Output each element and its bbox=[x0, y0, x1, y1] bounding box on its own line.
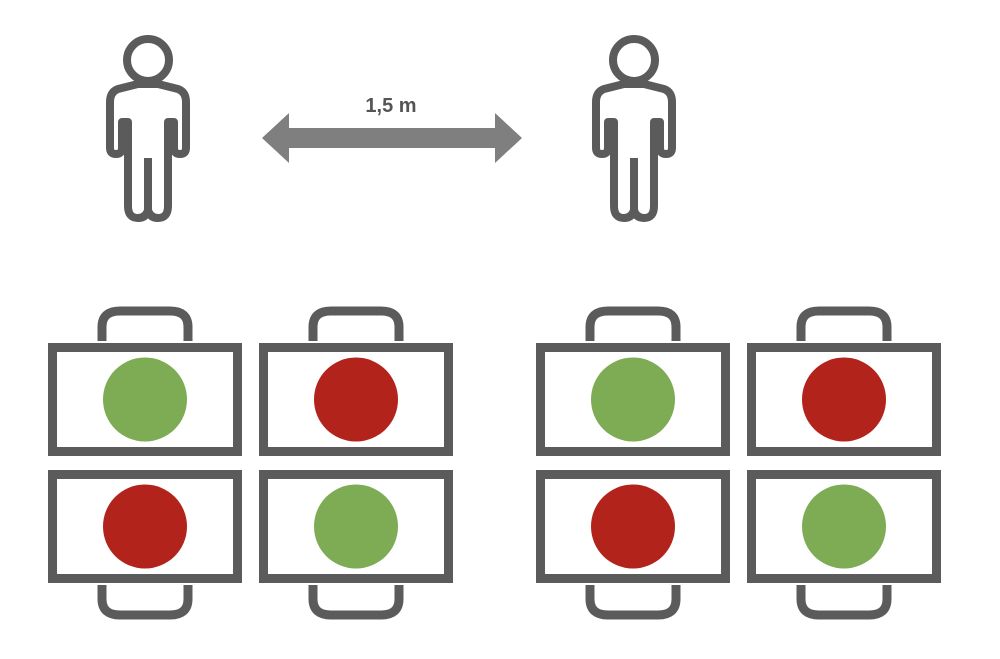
available-seat-dot bbox=[103, 357, 187, 442]
person-icon-right bbox=[596, 39, 672, 218]
blocked-seat-dot bbox=[591, 484, 675, 569]
blocked-seat-dot bbox=[314, 357, 398, 442]
chair-icon bbox=[585, 306, 681, 341]
chair-icon bbox=[308, 585, 404, 620]
person-icon-left bbox=[110, 39, 186, 218]
seating-layout bbox=[48, 306, 941, 620]
chair-icon bbox=[585, 585, 681, 620]
available-seat-dot bbox=[314, 484, 398, 569]
distance-label: 1,5 m bbox=[365, 95, 416, 117]
chair-icon bbox=[796, 306, 892, 341]
available-seat-dot bbox=[591, 357, 675, 442]
seating-group bbox=[536, 306, 941, 620]
blocked-seat-dot bbox=[802, 357, 886, 442]
double-arrow-icon bbox=[262, 113, 522, 163]
seating-group bbox=[48, 306, 453, 620]
chair-icon bbox=[97, 585, 193, 620]
available-seat-dot bbox=[802, 484, 886, 569]
blocked-seat-dot bbox=[103, 484, 187, 569]
chair-icon bbox=[97, 306, 193, 341]
chair-icon bbox=[796, 585, 892, 620]
chair-icon bbox=[308, 306, 404, 341]
